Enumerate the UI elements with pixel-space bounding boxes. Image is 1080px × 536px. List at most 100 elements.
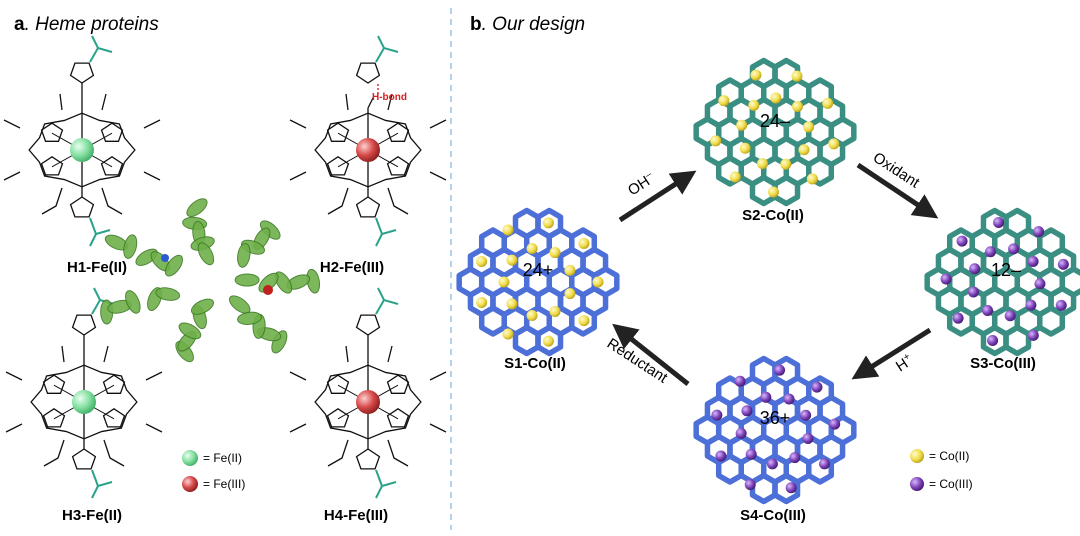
label-h2: H2-Fe(III) — [320, 259, 384, 276]
co2-ion — [578, 315, 590, 327]
arrow-label-h: H+ — [892, 351, 916, 375]
helix-segment — [125, 290, 141, 314]
co2-ion — [476, 255, 488, 267]
substituent-bond — [429, 119, 447, 129]
panel-a-title: a. Heme proteins — [14, 14, 159, 35]
pyrrole-ring — [42, 374, 66, 394]
propionate-left — [327, 187, 349, 215]
co3-ion — [829, 418, 841, 430]
substituent-bond — [145, 371, 163, 381]
co3-ion — [734, 375, 746, 387]
helix-segment — [178, 322, 202, 340]
label-h1: H1-Fe(II) — [67, 259, 127, 276]
helix-segment — [228, 295, 251, 314]
protein-branch-top-2 — [377, 287, 385, 301]
co2-ion — [578, 237, 590, 249]
heme-site — [263, 285, 273, 295]
co3-ion — [1055, 299, 1067, 311]
protein-branch-bottom-2 — [91, 485, 99, 499]
co2-ion — [767, 186, 779, 198]
pyrrole-ring — [326, 156, 350, 176]
legend-fe2-sphere — [182, 450, 198, 466]
co2-ion — [828, 138, 840, 150]
co2-ion — [729, 171, 741, 183]
pyrrole-ring — [102, 408, 126, 428]
hbond-label: H-bond — [372, 92, 407, 103]
helix-segment — [190, 298, 214, 315]
cage-hexagon — [772, 472, 801, 505]
substituent-bond — [5, 371, 23, 381]
protein-branch-bottom — [89, 217, 111, 236]
imidazole-top — [71, 314, 97, 336]
co3-ion — [735, 427, 747, 439]
imidazole-bottom — [69, 196, 95, 218]
propionate-right — [387, 187, 409, 215]
protein-ribbon-structure — [100, 198, 321, 363]
co3-ion — [774, 364, 786, 376]
substituent-bond — [345, 345, 349, 363]
legend-co2-label: = Co(II) — [929, 449, 969, 463]
arrow-label-oh: OH– — [624, 169, 658, 200]
co2-ion — [592, 276, 604, 288]
legend-fe3-label: = Fe(III) — [203, 477, 245, 491]
co3-ion — [993, 216, 1005, 228]
protein-branch-top-2 — [377, 35, 385, 49]
co2-ion — [718, 95, 730, 107]
substituent-bond — [101, 93, 107, 111]
co2-ion — [476, 297, 488, 309]
charge-s3: 12– — [991, 260, 1021, 280]
panel-a-title-text: . Heme proteins — [25, 14, 160, 35]
co3-ion — [785, 482, 797, 494]
helix-segment — [123, 234, 138, 259]
pyrrole-ring — [326, 122, 350, 142]
co3-ion — [987, 334, 999, 346]
protein-branch-bottom-2 — [89, 233, 97, 247]
co3-ion — [1025, 299, 1037, 311]
protein-branch-top-2 — [93, 287, 101, 301]
co2-ion — [549, 247, 561, 259]
helix-segment — [274, 271, 293, 294]
cage-hexagon — [569, 305, 598, 337]
co2-ion — [750, 69, 762, 81]
co2-ion — [498, 276, 510, 288]
co3-ion — [982, 305, 994, 317]
co2-ion — [780, 158, 792, 170]
co3-ion — [715, 450, 727, 462]
arrow-s4-to-s1 — [612, 323, 690, 386]
co2-ion — [502, 328, 514, 340]
pyrrole-ring — [40, 156, 64, 176]
co3-ion — [1008, 243, 1020, 255]
substituent-bond — [345, 93, 349, 111]
co2-ion — [748, 99, 760, 111]
co3-ion — [969, 263, 981, 275]
substituent-bond — [143, 171, 161, 181]
cage-2 — [693, 57, 857, 207]
propionate-right — [101, 187, 123, 215]
helix-segment — [197, 242, 215, 266]
heme-site-2 — [161, 254, 169, 262]
co3-ion — [789, 452, 801, 464]
substituent-bond — [289, 171, 307, 181]
co2-ion — [564, 288, 576, 300]
co3-ion — [1057, 258, 1069, 270]
co2-ion — [542, 217, 554, 229]
imidazole-top — [355, 314, 381, 336]
legend-co3-label: = Co(III) — [929, 477, 973, 491]
co3-ion — [985, 246, 997, 258]
co3-ion — [766, 458, 778, 470]
label-s4: S4-Co(III) — [740, 507, 806, 524]
substituent-bond — [3, 171, 21, 181]
helix-segment — [186, 198, 208, 217]
propionate-right — [103, 439, 125, 467]
heme-complex-2 — [289, 35, 447, 247]
co3-ion — [760, 391, 772, 403]
substituent-bond — [387, 93, 393, 111]
helix-segment — [164, 254, 183, 277]
pyrrole-ring — [386, 374, 410, 394]
co2-ion — [792, 101, 804, 113]
macrocycle-ring — [314, 112, 422, 188]
co3-ion — [802, 432, 814, 444]
arrow-s1-to-s2 — [618, 170, 697, 223]
substituent-bond — [3, 119, 21, 129]
pyrrole-ring — [42, 408, 66, 428]
